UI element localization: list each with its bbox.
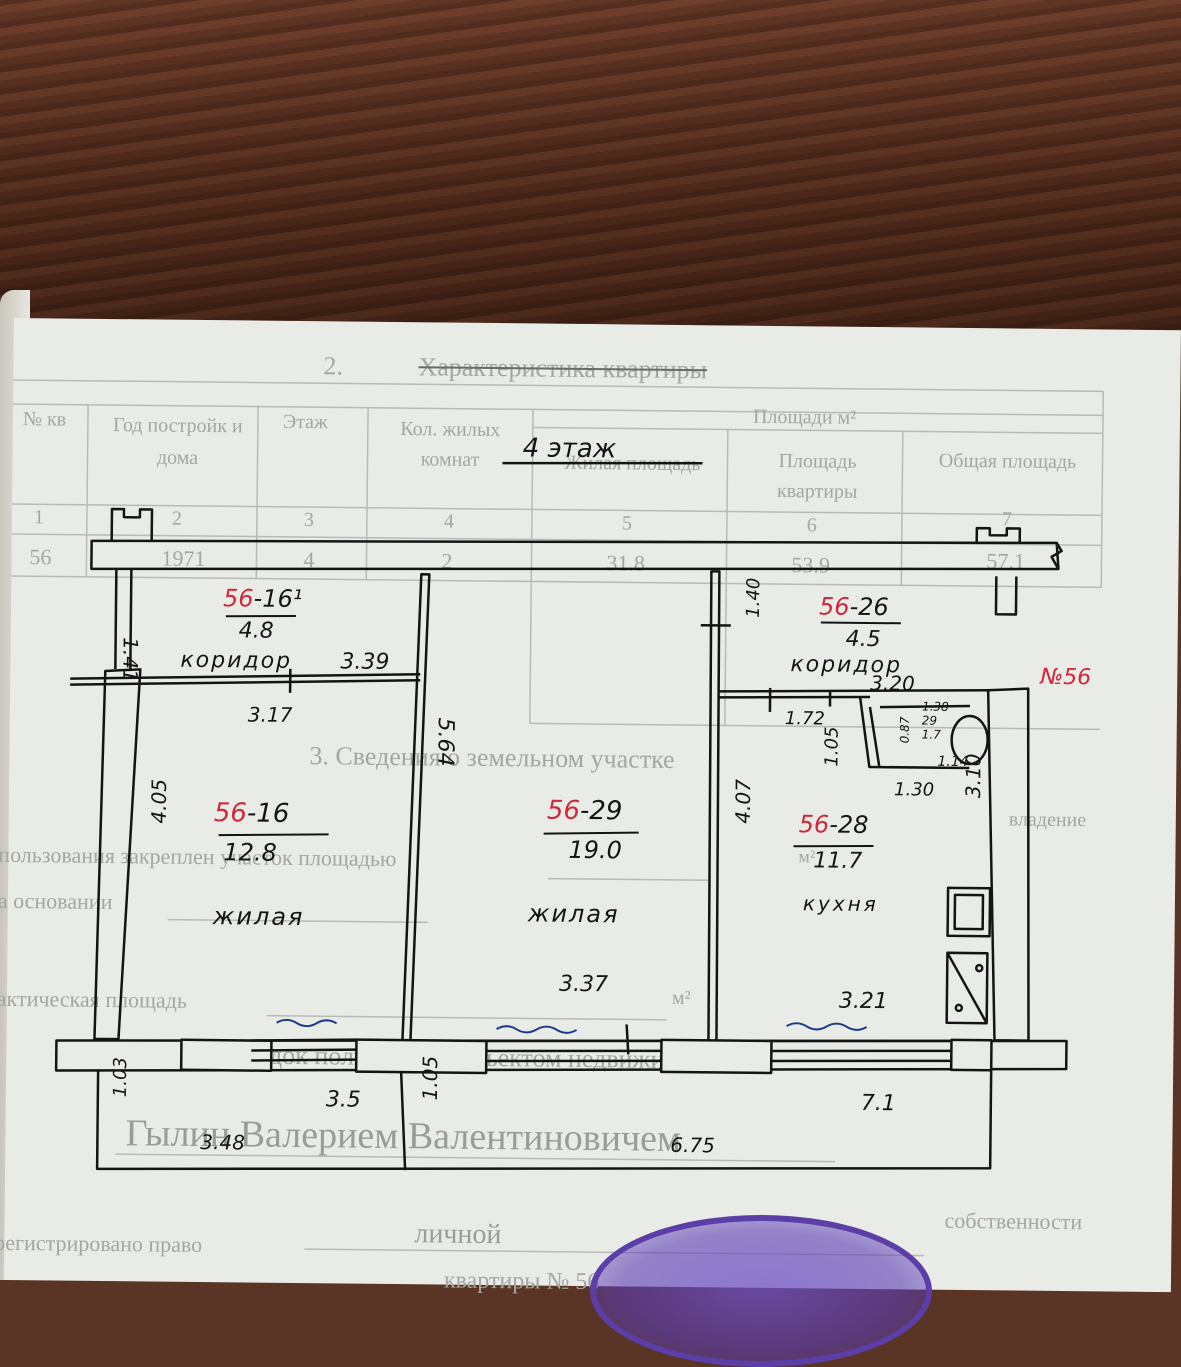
dim-3-21: 3.21 (838, 988, 889, 1015)
dim-1-41: 1.41 (118, 637, 143, 682)
dim-3-10: 3.10 (961, 753, 986, 799)
form-grid-lines (11, 379, 1105, 1257)
dim-1-05-bath: 1.05 (821, 726, 843, 767)
dim-3-37: 3.37 (558, 971, 609, 998)
dim-1-38: 1.38 (921, 699, 949, 714)
room-16-code: 56-16 (213, 798, 290, 829)
room-16-1-area: 4.8 (238, 618, 274, 644)
dim-1-30: 1.30 (893, 779, 935, 801)
room-16-1-dim: 3.39 (340, 649, 390, 675)
apartment-mark: №56 (1040, 664, 1092, 691)
dim-1-72: 1.72 (784, 708, 826, 730)
floor-label: 4 этаж (522, 433, 617, 465)
dim-1-05-balcony: 1.05 (417, 1055, 443, 1101)
dim-1-40: 1.40 (742, 577, 765, 618)
official-stamp (590, 1215, 932, 1367)
room-28-area: 11.7 (813, 848, 863, 874)
dim-0-87: 0.87 (897, 716, 912, 744)
room-29-code: 56-29 (546, 795, 623, 827)
room-29-area: 19.0 (568, 835, 623, 865)
dim-1-7: 1.7 (921, 727, 941, 742)
room-16-area: 12.8 (223, 838, 277, 867)
room-16-type: жилая (212, 902, 305, 932)
dim-3-5: 3.5 (325, 1087, 361, 1113)
dim-3-17: 3.17 (247, 702, 293, 727)
floor-plan-drawing (54, 461, 1068, 1171)
room-26-dim: 3.20 (870, 670, 915, 696)
dim-29: 29 (921, 713, 938, 728)
wood-table-background (0, 0, 1181, 340)
document-page: 2. Характеристика квартиры № кв Год пост… (0, 318, 1181, 1295)
dim-1-03: 1.03 (109, 1056, 132, 1098)
room-29-type: жилая (527, 899, 620, 929)
dim-6-75: 6.75 (670, 1132, 716, 1158)
dim-4-07: 4.07 (730, 779, 756, 824)
room-26-code: 56-26 (818, 592, 889, 622)
room-28-type: кухня (802, 891, 879, 917)
dim-3-48: 3.48 (200, 1129, 246, 1155)
dim-4-05: 4.05 (146, 778, 172, 824)
dim-7-1: 7.1 (860, 1090, 896, 1117)
room-16-1-code: 56-16¹ (222, 584, 303, 614)
room-28-code: 56-28 (798, 810, 869, 839)
room-26-area: 4.5 (845, 626, 881, 653)
dim-5-64: 5.64 (432, 717, 458, 767)
room-16-1-type: коридор (180, 647, 293, 674)
